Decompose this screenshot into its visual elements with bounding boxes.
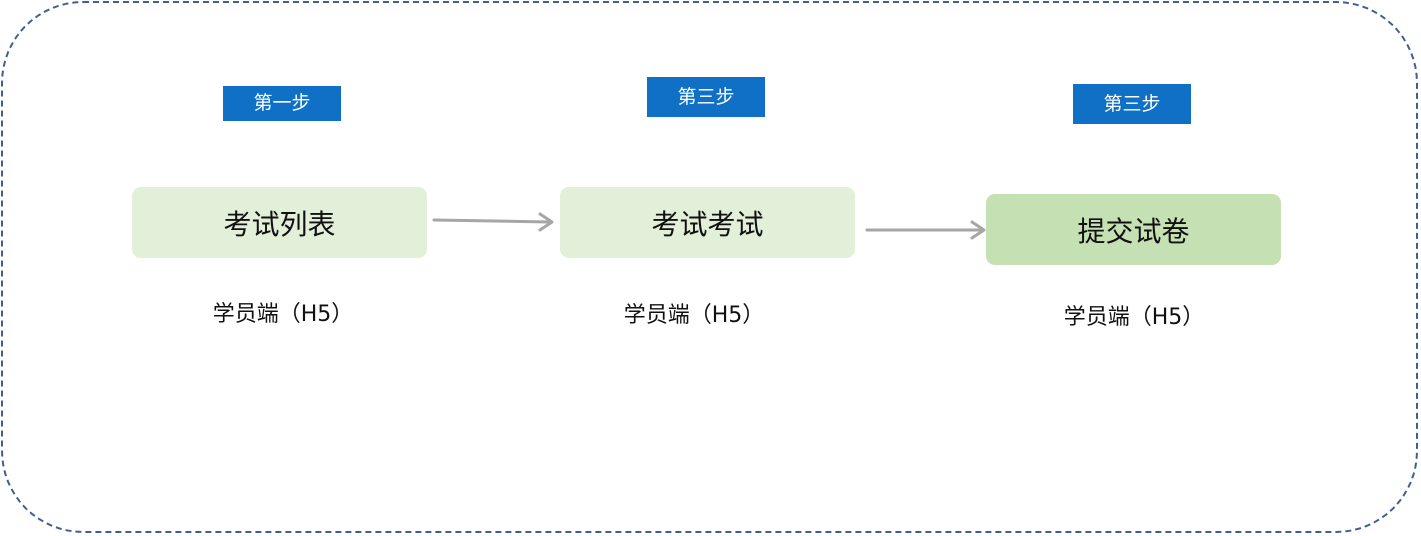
step-2-caption: 学员端（H5）: [623, 303, 765, 328]
step-2-node: 考试考试: [560, 187, 855, 258]
step-2-badge: 第三步: [647, 77, 765, 117]
step-1-node: 考试列表: [132, 187, 427, 258]
step-3-node: 提交试卷: [986, 194, 1281, 265]
step-1-caption: 学员端（H5）: [212, 302, 354, 327]
step-3-badge: 第三步: [1073, 84, 1191, 124]
step-1-badge: 第一步: [223, 86, 341, 121]
step-3-caption: 学员端（H5）: [1063, 305, 1205, 330]
